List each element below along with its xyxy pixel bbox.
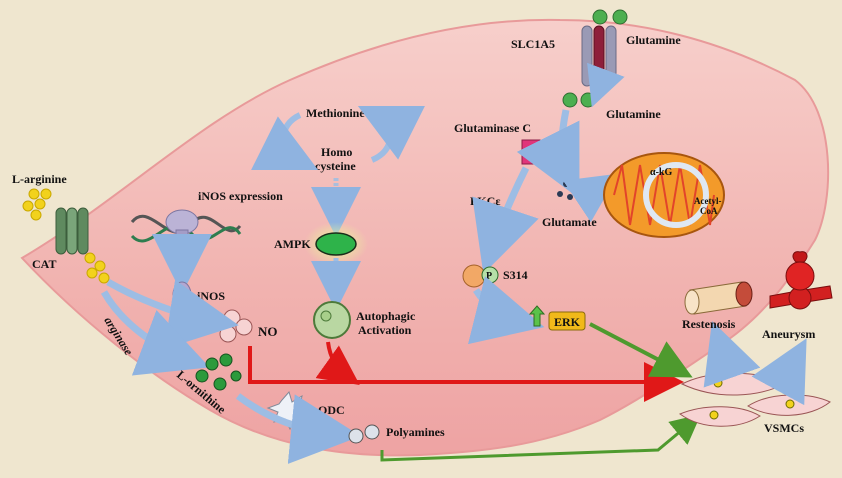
label-cat: CAT: [32, 257, 56, 271]
autophagosome-icon: [313, 301, 351, 339]
arrow-glutamate-to-mitochondria: [563, 173, 619, 223]
arrow-autophagy-to-vsmcs: [315, 341, 360, 385]
vsmcs-cells-icon: [678, 372, 831, 427]
label-akg: α-kG: [650, 167, 672, 178]
aneurysm-vessel-icon: [769, 251, 833, 310]
label-p: P: [486, 271, 492, 282]
arrow-vsmcs-to-restenosis: [703, 321, 761, 388]
ampk-icon: [315, 232, 357, 256]
label-erk: ERK: [554, 315, 581, 329]
tca-cycle-icon: [643, 162, 709, 228]
label-activation: Activation: [358, 323, 412, 337]
label-inos-expression: iNOS expression: [198, 189, 283, 203]
label-vsmcs: VSMCs: [764, 421, 804, 435]
label-restenosis: Restenosis: [682, 317, 736, 331]
label-glutamine-mid: Glutamine: [606, 107, 661, 121]
label-glutamine-top: Glutamine: [626, 33, 681, 47]
label-pkce: PKCε: [470, 194, 500, 208]
arrow-vsmcs-to-aneurysm: [751, 338, 807, 406]
label-l-arginine: L-arginine: [12, 172, 67, 186]
glutamine-molecules-top: [592, 9, 628, 25]
label-odc: ODC: [318, 403, 345, 417]
slc1a5-transporter-icon: [581, 25, 617, 87]
arrow-cycle-right: [357, 105, 425, 163]
label-ampk: AMPK: [274, 237, 311, 251]
label-slc1a5: SLC1A5: [511, 37, 555, 51]
label-aneurysm: Aneurysm: [762, 327, 815, 341]
arrow-transporter-to-glutamine: [587, 62, 625, 108]
label-polyamines: Polyamines: [386, 425, 445, 439]
label-homo: Homo: [321, 145, 352, 159]
label-inos: iNOS: [197, 289, 225, 303]
up-arrow-icon: [528, 305, 546, 327]
label-cysteine: cysteine: [315, 159, 356, 173]
label-methionine: Methionine: [306, 106, 365, 120]
restenosis-vessel-icon: [684, 281, 753, 315]
label-acetyl: Acetyl-: [694, 196, 721, 206]
label-glutamate: Glutamate: [542, 215, 597, 229]
autophagosome-inner: [320, 310, 332, 322]
polyamines-icon: [348, 424, 380, 444]
arrow-pkc-to-erk: [467, 276, 545, 345]
arrow-cycle-left: [251, 112, 319, 171]
arrow-glutaminase-to-pkc: [472, 166, 539, 274]
arrow-polyamines-to-vsmcs: [380, 414, 701, 462]
ornithine-molecules-icon: [195, 353, 242, 391]
arrow-ornithine-to-polyamines: [235, 393, 361, 464]
arrow-cat-to-ornithine: [100, 290, 210, 376]
label-no: NO: [258, 324, 278, 339]
arrow-erk-to-vsmcs: [589, 322, 693, 378]
arginine-molecules: [22, 188, 110, 284]
dna-helix-icon: [130, 209, 242, 245]
label-autophagic: Autophagic: [356, 309, 416, 323]
label-coa: CoA: [700, 206, 718, 216]
label-glutaminase-c: Glutaminase C: [454, 121, 531, 135]
arrow-no-to-vsmcs: [248, 346, 684, 402]
erk-box: [548, 311, 586, 331]
label-s314: S314: [503, 268, 528, 282]
inos-protein-icon: [172, 281, 192, 309]
cat-transporter-icon: [55, 207, 89, 255]
